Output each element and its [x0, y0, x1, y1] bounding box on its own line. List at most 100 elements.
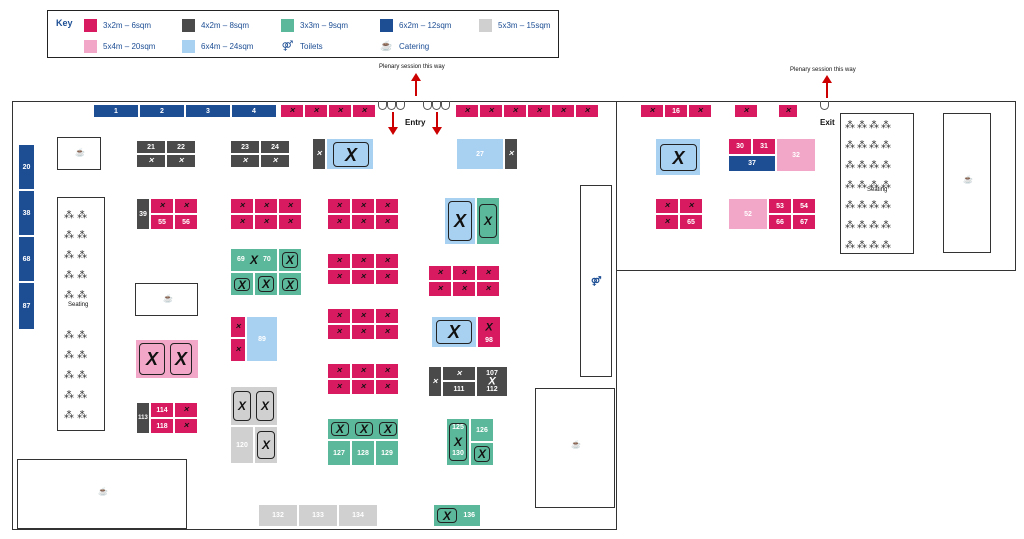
stand-booked[interactable]: ✕ — [375, 324, 399, 340]
stand-134[interactable]: 134 — [338, 504, 378, 527]
stand-booked[interactable]: X — [444, 197, 476, 245]
stand-booked[interactable]: ✕ — [351, 253, 375, 269]
stand-booked[interactable]: ✕ — [174, 418, 198, 434]
stand-booked[interactable]: ✕ — [351, 324, 375, 340]
stand-booked[interactable]: X — [655, 138, 701, 176]
stand-booked[interactable]: ✕ — [328, 104, 352, 118]
stand-booked[interactable]: ✕ — [230, 214, 254, 230]
stand-booked[interactable]: ✕ — [174, 198, 198, 214]
stand-booked[interactable]: ✕ — [136, 154, 166, 168]
stand-69-70[interactable]: 69 70 X — [230, 248, 278, 272]
stand-booked[interactable]: ✕ — [352, 104, 376, 118]
stand-booked[interactable]: ✕ — [327, 214, 351, 230]
stand-booked[interactable]: ✕ — [166, 154, 196, 168]
stand-booked[interactable]: ✕ — [452, 265, 476, 281]
stand-107-112[interactable]: 107 112 X — [476, 366, 508, 397]
stand-booked[interactable]: ✕ — [375, 253, 399, 269]
stand-4[interactable]: 4 — [231, 104, 277, 118]
stand-booked[interactable]: X X — [230, 386, 278, 426]
stand-booked[interactable]: ✕ — [655, 198, 679, 214]
stand-booked[interactable]: ✕ — [428, 281, 452, 297]
stand-68[interactable]: 68 — [18, 236, 35, 282]
stand-booked[interactable]: X — [254, 272, 278, 296]
stand-booked[interactable]: ✕ — [734, 104, 758, 118]
stand-23[interactable]: 23 — [230, 140, 260, 154]
stand-booked[interactable]: ✕ — [455, 104, 479, 118]
stand-booked[interactable]: ✕ — [527, 104, 551, 118]
stand-booked[interactable]: ✕ — [230, 316, 246, 338]
stand-2[interactable]: 2 — [139, 104, 185, 118]
stand-98[interactable]: 98 X — [477, 316, 501, 348]
stand-booked[interactable]: ✕ — [375, 308, 399, 324]
stand-booked[interactable]: ✕ — [327, 308, 351, 324]
stand-booked[interactable]: ✕ — [375, 198, 399, 214]
stand-65[interactable]: 65 — [679, 214, 703, 230]
stand-booked[interactable]: ✕ — [327, 198, 351, 214]
stand-24[interactable]: 24 — [260, 140, 290, 154]
stand-booked[interactable]: ✕ — [351, 214, 375, 230]
stand-booked[interactable]: X — [326, 138, 374, 170]
stand-128[interactable]: 128 — [351, 440, 375, 466]
stand-booked[interactable]: ✕ — [312, 138, 326, 170]
stand-22[interactable]: 22 — [166, 140, 196, 154]
stand-booked[interactable]: ✕ — [375, 269, 399, 285]
stand-54[interactable]: 54 — [792, 198, 816, 214]
stand-booked[interactable]: X — [278, 272, 302, 296]
stand-133[interactable]: 133 — [298, 504, 338, 527]
stand-booked[interactable]: ✕ — [479, 104, 503, 118]
stand-booked[interactable]: ✕ — [351, 198, 375, 214]
stand-125-130[interactable]: 125 130 X — [446, 418, 470, 466]
stand-booked[interactable]: ✕ — [327, 324, 351, 340]
stand-booked[interactable]: X X — [135, 339, 199, 379]
stand-booked[interactable]: ✕ — [327, 379, 351, 395]
stand-132[interactable]: 132 — [258, 504, 298, 527]
stand-booked[interactable]: ✕ — [503, 104, 527, 118]
stand-21[interactable]: 21 — [136, 140, 166, 154]
stand-booked[interactable]: ✕ — [254, 198, 278, 214]
stand-56[interactable]: 56 — [174, 214, 198, 230]
stand-30[interactable]: 30 — [728, 138, 752, 155]
stand-booked[interactable]: X X X — [327, 418, 399, 440]
stand-87[interactable]: 87 — [18, 282, 35, 330]
stand-booked[interactable]: ✕ — [551, 104, 575, 118]
stand-booked[interactable]: ✕ — [640, 104, 664, 118]
stand-127[interactable]: 127 — [327, 440, 351, 466]
stand-1[interactable]: 1 — [93, 104, 139, 118]
stand-3[interactable]: 3 — [185, 104, 231, 118]
stand-booked[interactable]: X — [431, 316, 477, 348]
stand-booked[interactable]: ✕ — [230, 338, 246, 362]
stand-booked[interactable]: ✕ — [351, 308, 375, 324]
stand-booked[interactable]: X — [254, 426, 278, 464]
stand-111[interactable]: 111 — [442, 381, 476, 397]
stand-booked[interactable]: X — [470, 442, 494, 466]
stand-booked[interactable]: ✕ — [575, 104, 599, 118]
stand-booked[interactable]: ✕ — [327, 269, 351, 285]
stand-booked[interactable]: ✕ — [278, 214, 302, 230]
stand-16[interactable]: 16 — [664, 104, 688, 118]
stand-booked[interactable]: ✕ — [778, 104, 798, 118]
stand-113[interactable]: 113 — [136, 402, 150, 434]
stand-32[interactable]: 32 — [776, 138, 816, 172]
stand-67[interactable]: 67 — [792, 214, 816, 230]
stand-booked[interactable]: ✕ — [260, 154, 290, 168]
stand-booked[interactable]: ✕ — [375, 379, 399, 395]
stand-booked[interactable]: X — [230, 272, 254, 296]
stand-114[interactable]: 114 — [150, 402, 174, 418]
stand-booked[interactable]: ✕ — [327, 363, 351, 379]
stand-booked[interactable]: ✕ — [375, 363, 399, 379]
stand-booked[interactable]: ✕ — [280, 104, 304, 118]
stand-booked[interactable]: X — [476, 197, 500, 245]
stand-booked[interactable]: ✕ — [351, 363, 375, 379]
stand-booked[interactable]: ✕ — [679, 198, 703, 214]
stand-booked[interactable]: ✕ — [150, 198, 174, 214]
stand-booked[interactable]: ✕ — [504, 138, 518, 170]
stand-27[interactable]: 27 — [456, 138, 504, 170]
stand-booked[interactable]: ✕ — [476, 281, 500, 297]
stand-booked[interactable]: ✕ — [442, 366, 476, 381]
stand-120[interactable]: 120 — [230, 426, 254, 464]
stand-66[interactable]: 66 — [768, 214, 792, 230]
stand-118[interactable]: 118 — [150, 418, 174, 434]
stand-booked[interactable]: ✕ — [304, 104, 328, 118]
stand-89[interactable]: 89 — [246, 316, 278, 362]
stand-135-136[interactable]: 136 X — [433, 504, 481, 527]
